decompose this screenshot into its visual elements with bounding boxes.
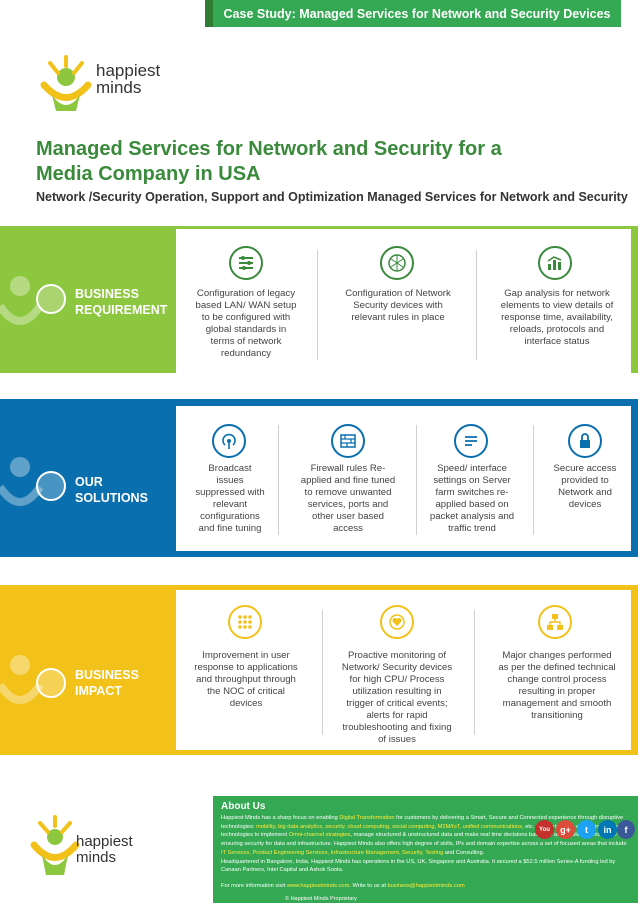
- broadcast-icon: [212, 424, 246, 458]
- divider: [322, 610, 323, 735]
- monitor-heart-icon: [380, 605, 414, 639]
- network-globe-icon: [380, 246, 414, 280]
- digital-transformation-link[interactable]: Digital Transformation: [339, 815, 395, 821]
- solution-item-1: Broadcast issues suppressed with relevan…: [195, 463, 265, 534]
- speed-settings-icon: [454, 424, 488, 458]
- facebook-icon[interactable]: f: [617, 820, 635, 839]
- divider: [416, 425, 417, 535]
- youtube-icon[interactable]: You: [535, 820, 554, 839]
- our-solutions-card: [176, 406, 631, 551]
- page-subtitle: Network /Security Operation, Support and…: [36, 190, 628, 204]
- footer-happiest-minds-logo: [30, 815, 80, 875]
- business-impact-label: BUSINESS IMPACT: [75, 668, 139, 698]
- impact-item-2: Proactive monitoring of Network/ Securit…: [341, 650, 453, 745]
- secure-lock-icon: [568, 424, 602, 458]
- about-us-title: About Us: [221, 801, 266, 812]
- header-banner-tab: [205, 0, 213, 27]
- firewall-icon: [331, 424, 365, 458]
- copyright-text: © Happiest Minds Proprietary: [285, 896, 357, 902]
- email-link[interactable]: business@happiestminds.com: [387, 883, 465, 889]
- omni-channel-link[interactable]: Omni-channel strategies: [288, 832, 351, 839]
- our-solutions-label: OUR SOLUTIONS: [75, 475, 148, 505]
- divider: [533, 425, 534, 535]
- business-requirement-label: BUSINESS REQUIREMENT: [75, 287, 168, 317]
- impact-item-1: Improvement in user response to applicat…: [194, 650, 298, 709]
- hierarchy-icon: [538, 605, 572, 639]
- divider: [278, 425, 279, 535]
- technologies-links[interactable]: mobility, big data analytics, security, …: [256, 823, 524, 830]
- grid-apps-icon: [228, 605, 262, 639]
- requirement-item-1: Configuration of legacy based LAN/ WAN s…: [195, 288, 297, 359]
- divider: [476, 250, 477, 360]
- footer-logo-text: happiest minds: [76, 833, 133, 866]
- twitter-icon[interactable]: t: [577, 820, 596, 839]
- solution-item-3: Speed/ interface settings on Server farm…: [429, 463, 515, 534]
- target-icon: [36, 668, 66, 698]
- solution-item-4: Secure access provided to Network and de…: [553, 463, 617, 510]
- settings-list-icon: [229, 246, 263, 280]
- services-links[interactable]: IT Services, Product Engineering Service…: [221, 849, 444, 856]
- divider: [317, 250, 318, 360]
- our-solutions-band: OUR SOLUTIONS: [0, 399, 638, 557]
- about-us-section: About Us Happiest Minds has a sharp focu…: [213, 796, 638, 903]
- handshake-icon: [36, 284, 66, 314]
- chart-analysis-icon: [538, 246, 572, 280]
- case-study-banner: Case Study: Managed Services for Network…: [213, 0, 621, 27]
- contact-line: For more information visit www.happiestm…: [221, 883, 465, 889]
- logo-text: happiest minds: [96, 61, 161, 97]
- requirement-item-2: Configuration of Network Security device…: [345, 288, 451, 323]
- decorative-figure-icon: [0, 276, 44, 325]
- requirement-item-3: Gap analysis for network elements to vie…: [500, 288, 614, 347]
- divider: [474, 610, 475, 735]
- linkedin-icon[interactable]: in: [598, 820, 617, 839]
- happiest-minds-logo: [40, 55, 92, 111]
- website-link[interactable]: www.happiestminds.com: [286, 883, 350, 889]
- impact-item-3: Major changes performed as per the defin…: [498, 650, 616, 721]
- puzzle-icon: [36, 471, 66, 501]
- solution-item-2: Firewall rules Re-applied and fine tuned…: [300, 463, 396, 534]
- google-plus-icon[interactable]: g+: [556, 820, 575, 839]
- page-title: Managed Services for Network and Securit…: [36, 138, 502, 185]
